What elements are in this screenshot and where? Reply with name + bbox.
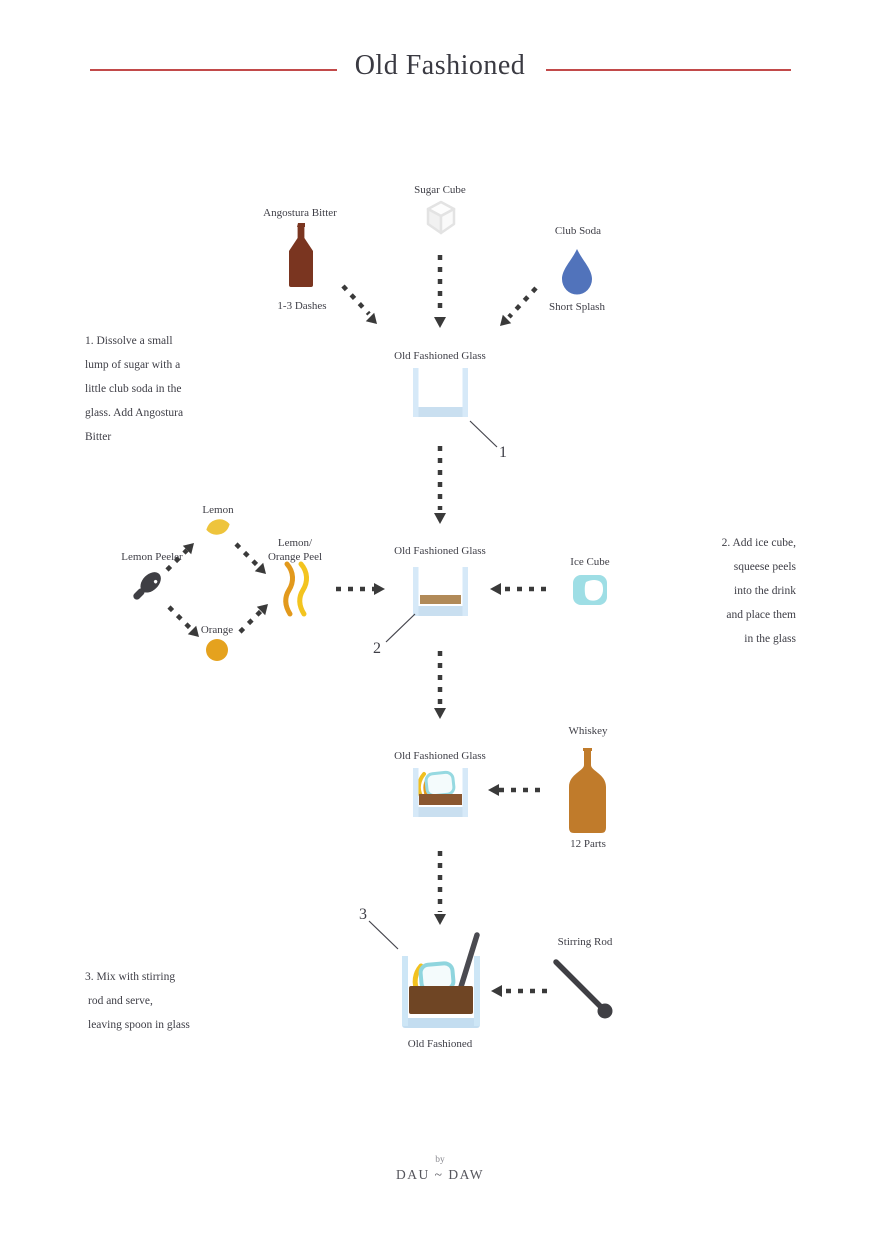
ice-cube-icon xyxy=(573,575,607,605)
whiskey-amount: 12 Parts xyxy=(570,838,606,850)
step2-line: squeese peels xyxy=(733,561,796,573)
glass3-label: Old Fashioned Glass xyxy=(394,750,486,762)
final-glass-icon xyxy=(402,932,480,1028)
footer-by-label: by xyxy=(435,1155,445,1165)
angostura-amount: 1-3 Dashes xyxy=(277,300,327,312)
step2-line: in the glass xyxy=(744,633,796,645)
glass3-icon xyxy=(413,768,468,817)
glass1-label: Old Fashioned Glass xyxy=(394,350,486,362)
step3-line: rod and serve, xyxy=(88,995,153,1007)
angostura-bottle-icon xyxy=(289,223,313,287)
title-rule-left xyxy=(90,69,337,71)
lemon-icon xyxy=(206,519,230,535)
step2-line: into the drink xyxy=(734,585,796,597)
arrow-lemon-to-peels xyxy=(234,542,266,574)
step1-line: 1. Dissolve a small xyxy=(85,335,173,347)
club-soda-label: Club Soda xyxy=(554,225,602,237)
arrow-peeler-to-lemon xyxy=(165,543,194,572)
arrow-glass3-to-final xyxy=(434,851,446,925)
step3-marker: 3 xyxy=(359,906,367,923)
step2-text: 2. Add ice cube, squeese peels into the … xyxy=(722,531,796,651)
peel-label-line1: Lemon/ xyxy=(277,537,313,549)
arrow-glass2-to-glass3 xyxy=(434,651,446,719)
step2-line: 2. Add ice cube, xyxy=(721,537,796,549)
title-rule-right xyxy=(546,69,791,71)
whiskey-bottle-icon xyxy=(569,748,606,833)
lemon-peeler-label: Lemon Peeler xyxy=(121,551,183,563)
whiskey-label: Whiskey xyxy=(568,725,608,737)
lemon-label: Lemon xyxy=(202,504,234,516)
citrus-peels-icon xyxy=(283,561,309,617)
lemon-peeler-icon xyxy=(133,572,161,600)
callout-line-2 xyxy=(385,613,416,643)
step1-line: lump of sugar with a xyxy=(85,359,181,371)
club-soda-amount: Short Splash xyxy=(549,301,605,313)
step1-marker: 1 xyxy=(499,444,507,461)
arrow-glass1-to-glass2 xyxy=(434,446,446,524)
step1-line: little club soda in the xyxy=(85,383,182,395)
step3-line: leaving spoon in glass xyxy=(88,1019,190,1031)
arrow-rod-to-final xyxy=(491,985,547,997)
peel-label: Lemon/ Orange Peel xyxy=(268,537,322,564)
orange-icon xyxy=(206,639,228,661)
page-title: Old Fashioned xyxy=(354,50,526,81)
footer-credit: DAU ~ DAW xyxy=(396,1167,484,1182)
sugar-cube-icon xyxy=(426,200,456,235)
step2-line: and place them xyxy=(726,609,796,621)
step2-marker: 2 xyxy=(373,640,381,657)
callout-line-1 xyxy=(469,420,498,448)
orange-label: Orange xyxy=(200,624,234,636)
stirring-rod-icon xyxy=(553,959,613,1019)
step1-text: 1. Dissolve a small lump of sugar with a… xyxy=(85,329,183,449)
arrow-ice-to-glass2 xyxy=(490,583,546,595)
step3-text: 3. Mix with stirring rod and serve, leav… xyxy=(85,965,190,1037)
arrow-peels-to-glass2 xyxy=(336,583,385,595)
step3-line: 3. Mix with stirring xyxy=(85,971,176,983)
glass1-icon xyxy=(413,368,468,417)
stirring-rod-label: Stirring Rod xyxy=(557,936,613,948)
final-glass-label: Old Fashioned xyxy=(407,1038,473,1050)
peel-label-line2: Orange Peel xyxy=(267,550,323,563)
arrow-soda-to-glass xyxy=(500,286,538,326)
glass2-label: Old Fashioned Glass xyxy=(394,545,486,557)
glass2-icon xyxy=(413,567,468,616)
arrow-peeler-to-orange xyxy=(167,605,199,637)
callout-line-3 xyxy=(368,920,399,950)
club-soda-drop-icon xyxy=(562,249,592,295)
ice-cube-label: Ice Cube xyxy=(570,556,610,568)
arrow-bitters-to-glass xyxy=(341,284,377,324)
sugar-cube-label: Sugar Cube xyxy=(414,184,466,196)
arrow-sugar-to-glass xyxy=(434,255,446,328)
step1-line: glass. Add Angostura xyxy=(85,407,184,419)
arrow-whiskey-to-glass3 xyxy=(488,784,540,796)
angostura-label: Angostura Bitter xyxy=(263,207,337,219)
step1-line: Bitter xyxy=(85,431,112,443)
arrow-orange-to-peels xyxy=(238,604,268,634)
